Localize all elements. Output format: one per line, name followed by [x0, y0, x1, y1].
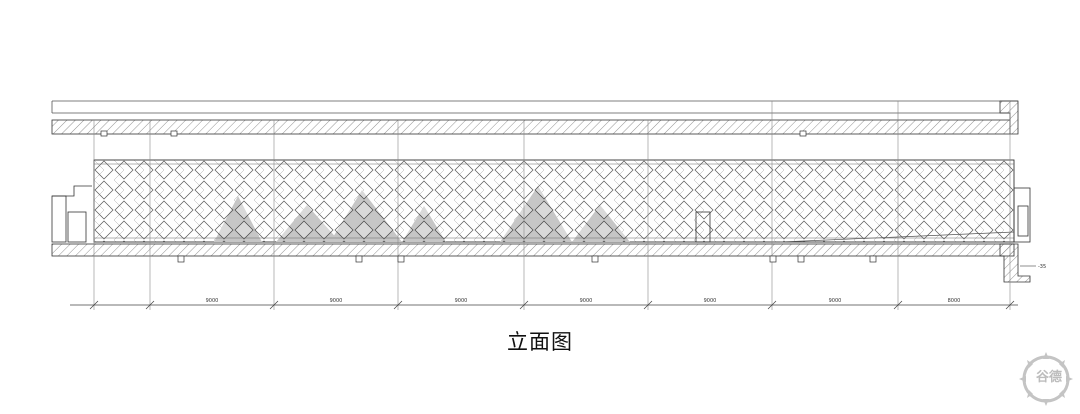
dim-label-3: 9000 [455, 298, 468, 304]
level-mark-label: -35 [1038, 264, 1046, 270]
dim-label-2: 9000 [330, 298, 343, 304]
dim-label-5: 9000 [704, 298, 717, 304]
dimension-labels: 9000 9000 9000 9000 9000 9000 8000 [206, 298, 961, 304]
column-markers [100, 130, 877, 263]
dim-label-7: 8000 [948, 298, 961, 304]
dim-label-1: 9000 [206, 298, 219, 304]
grid-lines [93, 101, 1011, 310]
diamond-screen-panel [93, 159, 1015, 243]
dim-label-4: 9000 [580, 298, 593, 304]
dim-label-6: 9000 [829, 298, 842, 304]
watermark-logo-icon [1019, 352, 1073, 406]
roof-lines [51, 100, 1018, 114]
drawing-caption: 立面图 [507, 330, 573, 354]
ground-slab [51, 243, 1031, 283]
dimension-line [70, 300, 1018, 310]
watermark-text: 谷德 [1036, 370, 1063, 385]
roof-slab [51, 100, 1019, 135]
level-mark: -35 [1020, 264, 1046, 270]
side-openings [51, 185, 1031, 243]
